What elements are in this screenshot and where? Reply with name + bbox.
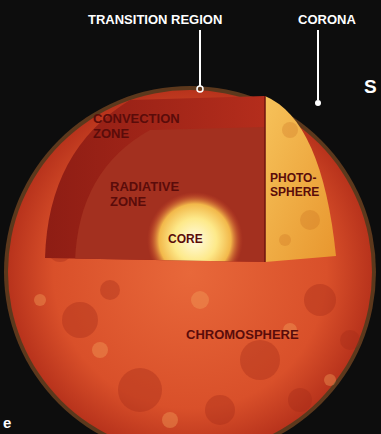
zone-label: RADIATIVE ZONE bbox=[110, 180, 179, 210]
leader-line bbox=[317, 30, 319, 100]
leader-line bbox=[199, 30, 201, 86]
zone-label: CORE bbox=[168, 233, 203, 247]
surface-mottling bbox=[48, 238, 360, 425]
zone-label: CHROMOSPHERE bbox=[186, 328, 299, 343]
cropped-heading: S bbox=[364, 76, 377, 98]
callout-label: TRANSITION REGION bbox=[88, 13, 222, 28]
callout-label: CORONA bbox=[298, 13, 356, 28]
photosphere-face bbox=[265, 96, 336, 262]
zone-label: PHOTO- SPHERE bbox=[270, 172, 319, 200]
core-glow bbox=[147, 192, 243, 288]
leader-end bbox=[197, 86, 203, 92]
cut-edge bbox=[264, 96, 266, 262]
corona-glow bbox=[4, 86, 376, 434]
surface-bright-spots bbox=[34, 291, 336, 428]
sun-sphere bbox=[8, 90, 372, 434]
leader-end bbox=[315, 100, 321, 106]
cropped-text: e bbox=[3, 414, 11, 431]
zone-label: CONVECTION ZONE bbox=[93, 112, 180, 142]
